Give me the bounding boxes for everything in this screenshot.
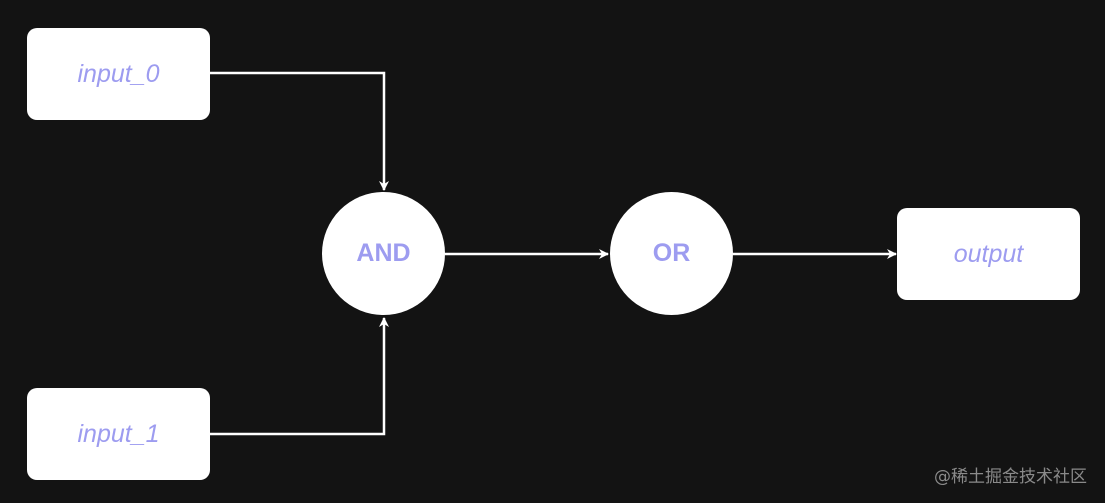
or-gate-label: OR: [652, 239, 691, 267]
input-0-node: input_0: [27, 28, 210, 120]
edge-input1-to-and: [210, 317, 389, 436]
edge-input0-to-and: [210, 71, 389, 191]
and-gate-node: AND: [322, 192, 445, 315]
input-1-label: input_1: [77, 419, 160, 448]
or-gate-node: OR: [610, 192, 733, 315]
input-0-label: input_0: [77, 59, 160, 88]
input-1-node: input_1: [27, 388, 210, 480]
and-gate-label: AND: [356, 239, 411, 267]
watermark-text: @稀土掘金技术社区: [934, 467, 1087, 487]
output-node: output: [897, 208, 1080, 300]
output-label: output: [953, 239, 1024, 268]
